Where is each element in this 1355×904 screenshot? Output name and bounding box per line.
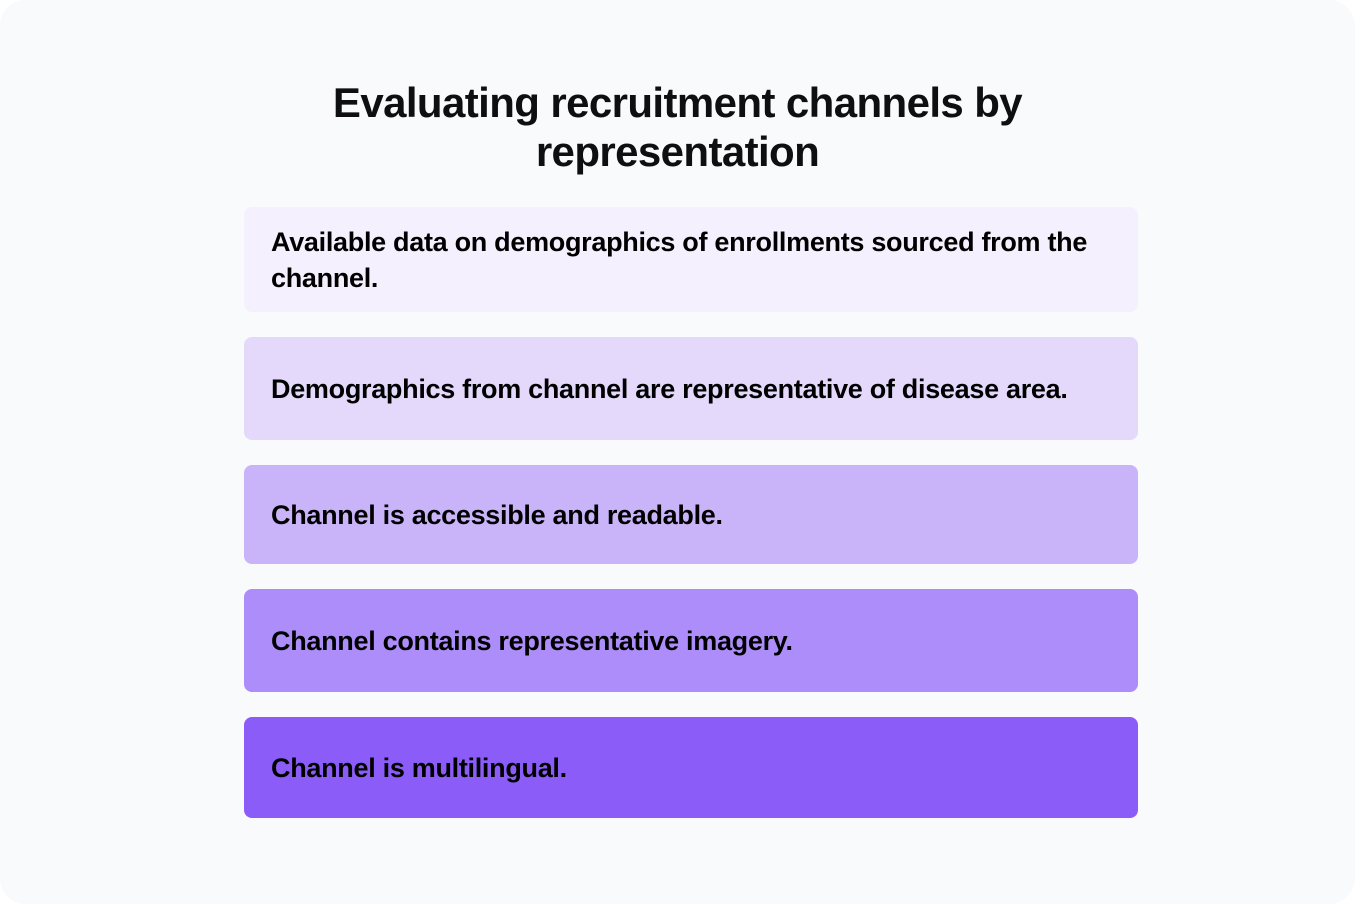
funnel-bar-4[interactable]: Channel contains representative imagery.	[244, 589, 1138, 692]
funnel-bar-label: Channel is accessible and readable.	[271, 499, 723, 530]
funnel-bar-3[interactable]: Channel is accessible and readable.	[244, 465, 1138, 564]
funnel-bar-5[interactable]: Channel is multilingual.	[244, 717, 1138, 818]
funnel-bar-label: Channel is multilingual.	[271, 752, 567, 783]
funnel-bar-2[interactable]: Demographics from channel are representa…	[244, 337, 1138, 440]
funnel-bar-label: Channel contains representative imagery.	[271, 625, 793, 656]
funnel-bar-label: Available data on demographics of enroll…	[271, 226, 1088, 293]
page-title: Evaluating recruitment channels by repre…	[332, 79, 1023, 175]
criteria-funnel-list: Available data on demographics of enroll…	[244, 207, 1138, 818]
funnel-bar-1[interactable]: Available data on demographics of enroll…	[244, 207, 1138, 312]
funnel-bar-label: Demographics from channel are representa…	[271, 373, 1068, 404]
